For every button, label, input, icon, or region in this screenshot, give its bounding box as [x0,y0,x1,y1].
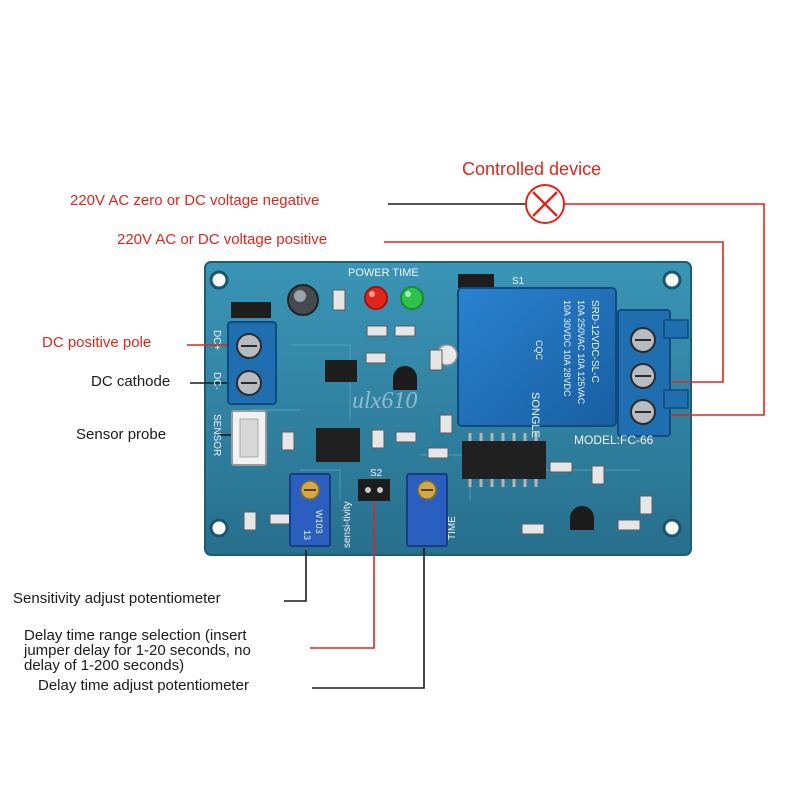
delay-range-label: Delay time range selection (insert jumpe… [24,628,251,673]
dc-jumper [231,302,271,318]
sensor-probe-label: Sensor probe [76,426,167,443]
delay-potentiometer [406,473,448,547]
capacitor-icon [287,284,319,316]
callout-lines-red [187,203,765,649]
model-text: MODEL:FC-66 [574,433,654,447]
dc-terminal-block [227,321,277,405]
relay-line-2: 10A 250VAC 10A 125VAC [576,300,586,405]
dc-minus-text: DC- [211,372,222,390]
relay-cqc-text: CQC [534,340,544,361]
relay-terminal-block [617,309,689,437]
sensitivity-pot-label: Sensitivity adjust potentiometer [13,590,221,607]
delay-range-line-3: delay of 1-200 seconds) [24,657,185,674]
s2-text: S2 [370,468,383,479]
op-amp-ic [316,428,360,462]
s1-text: S1 [512,276,525,287]
sensitivity-text: sensi-tivity [342,501,353,548]
controlled-device-label: Controlled device [462,159,602,179]
transistors [393,366,594,530]
pot-13-text: 13 [302,530,312,540]
relay-line-3: 10A 30VDC 10A 28VDC [562,300,572,397]
sensor-connector [231,410,267,466]
regulator-chip [325,360,357,382]
delay-range-line-1: Delay time range selection (insert [24,627,247,644]
sensitivity-potentiometer [289,473,331,547]
delay-pot-label: Delay time adjust potentiometer [38,677,249,694]
dc-plus-text: DC+ [211,330,222,350]
pot-code-text: W103 [314,510,324,534]
controlled-device-icon [525,184,565,224]
relay [436,287,617,427]
power-led [364,286,388,310]
smd-components [243,289,653,535]
timer-ic [462,433,546,487]
mounting-holes [209,270,682,538]
s2-jumper [358,479,390,501]
ac-positive-label: 220V AC or DC voltage positive [117,231,328,248]
ac-negative-label: 220V AC zero or DC voltage negative [70,192,320,209]
relay-line-1: SRD-12VDC-SL-C [589,300,600,383]
time-text: TIME [447,516,458,540]
sensor-text: SENSOR [211,414,222,456]
time-led [400,286,424,310]
relay-brand-text: SONGLE [529,392,541,438]
delay-range-line-2: jumper delay for 1-20 seconds, no [24,642,251,659]
watermark-text: ulx610 [352,388,417,414]
dc-positive-label: DC positive pole [42,334,152,351]
power-time-text: POWER TIME [348,267,419,279]
dc-cathode-label: DC cathode [91,373,171,390]
s1-jumper [458,274,494,288]
